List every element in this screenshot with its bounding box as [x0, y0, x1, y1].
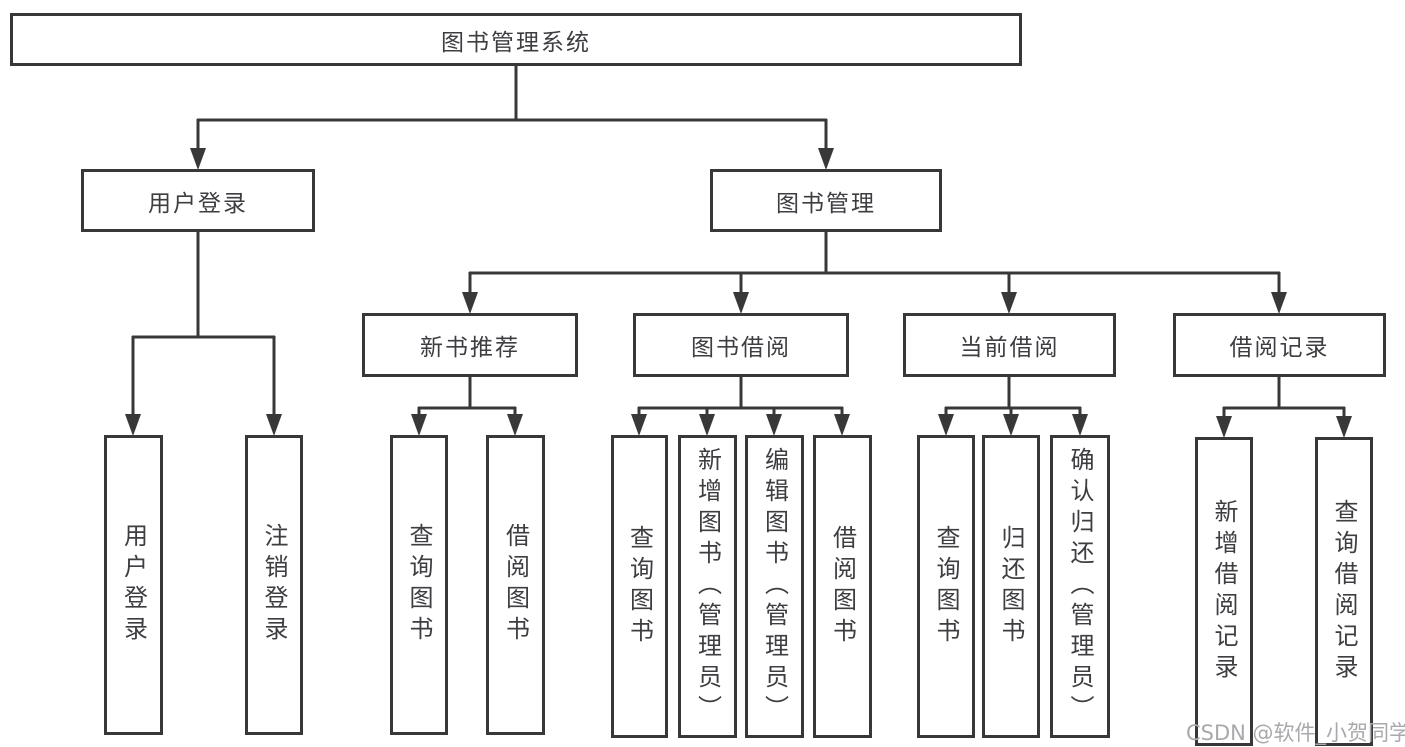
connector-root-to-level2: [190, 65, 834, 170]
leaf-add-book-admin: 新增图书（管理员）: [678, 435, 737, 738]
leaf-borrow-books-2-label: 借阅图书: [828, 524, 857, 649]
leaf-confirm-return-admin: 确认归还（管理员）: [1050, 435, 1110, 738]
leaf-borrow-books-1-label: 借阅图书: [501, 523, 530, 647]
leaf-user-login-label: 用户登录: [119, 523, 148, 647]
leaf-query-books-3: 查询图书: [917, 435, 975, 738]
connector-book-management-to-level3: [462, 232, 1287, 314]
node-borrow-records: 借阅记录: [1173, 313, 1386, 377]
leaf-query-books-3-label: 查询图书: [932, 524, 960, 649]
leaf-return-book-label: 归还图书: [997, 524, 1025, 649]
leaf-add-borrow-record-label: 新增借阅记录: [1210, 498, 1238, 685]
connector-book-borrow-to-leaves: [631, 377, 850, 436]
connector-new-book-to-leaves: [411, 377, 523, 436]
watermark: CSDN @软件_小贺同学: [1186, 721, 1405, 745]
connector-user-login-to-leaves: [125, 232, 282, 436]
node-book-borrow-label: 图书借阅: [691, 335, 791, 361]
node-borrow-records-label: 借阅记录: [1229, 335, 1330, 361]
node-root-system: 图书管理系统: [10, 13, 1022, 66]
node-book-management-label: 图书管理: [776, 190, 876, 217]
leaf-query-books-2-label: 查询图书: [625, 524, 654, 649]
node-book-management: 图书管理: [710, 169, 942, 232]
connector-borrow-record-to-leaves: [1216, 377, 1352, 438]
leaf-logout: 注销登录: [245, 435, 303, 735]
leaf-user-login: 用户登录: [104, 435, 163, 735]
leaf-query-books-1-label: 查询图书: [405, 523, 433, 647]
leaf-query-borrow-record: 查询借阅记录: [1315, 437, 1373, 746]
leaf-return-book: 归还图书: [982, 435, 1040, 738]
leaf-confirm-return-admin-label: 确认归还（管理员）: [1066, 447, 1094, 726]
leaf-add-book-admin-label: 新增图书（管理员）: [693, 447, 722, 726]
leaf-edit-book-admin: 编辑图书（管理员）: [745, 435, 804, 738]
leaf-query-books-2: 查询图书: [611, 435, 668, 738]
leaf-borrow-books-2: 借阅图书: [813, 435, 872, 738]
node-new-book-recommend-label: 新书推荐: [420, 335, 520, 361]
leaf-logout-label: 注销登录: [260, 523, 288, 647]
leaf-edit-book-admin-label: 编辑图书（管理员）: [760, 447, 789, 726]
node-root-label: 图书管理系统: [441, 29, 591, 56]
leaf-query-books-1: 查询图书: [390, 435, 448, 735]
leaf-borrow-books-1: 借阅图书: [486, 435, 545, 735]
node-user-login: 用户登录: [81, 169, 315, 232]
node-current-borrow-label: 当前借阅: [959, 335, 1060, 361]
node-new-book-recommend: 新书推荐: [362, 313, 578, 377]
node-book-borrow: 图书借阅: [633, 313, 849, 377]
node-current-borrow: 当前借阅: [903, 313, 1116, 377]
node-user-login-label: 用户登录: [148, 190, 248, 217]
leaf-query-borrow-record-label: 查询借阅记录: [1330, 498, 1358, 685]
leaf-add-borrow-record: 新增借阅记录: [1195, 437, 1253, 746]
connector-current-borrow-to-leaves: [938, 377, 1088, 436]
